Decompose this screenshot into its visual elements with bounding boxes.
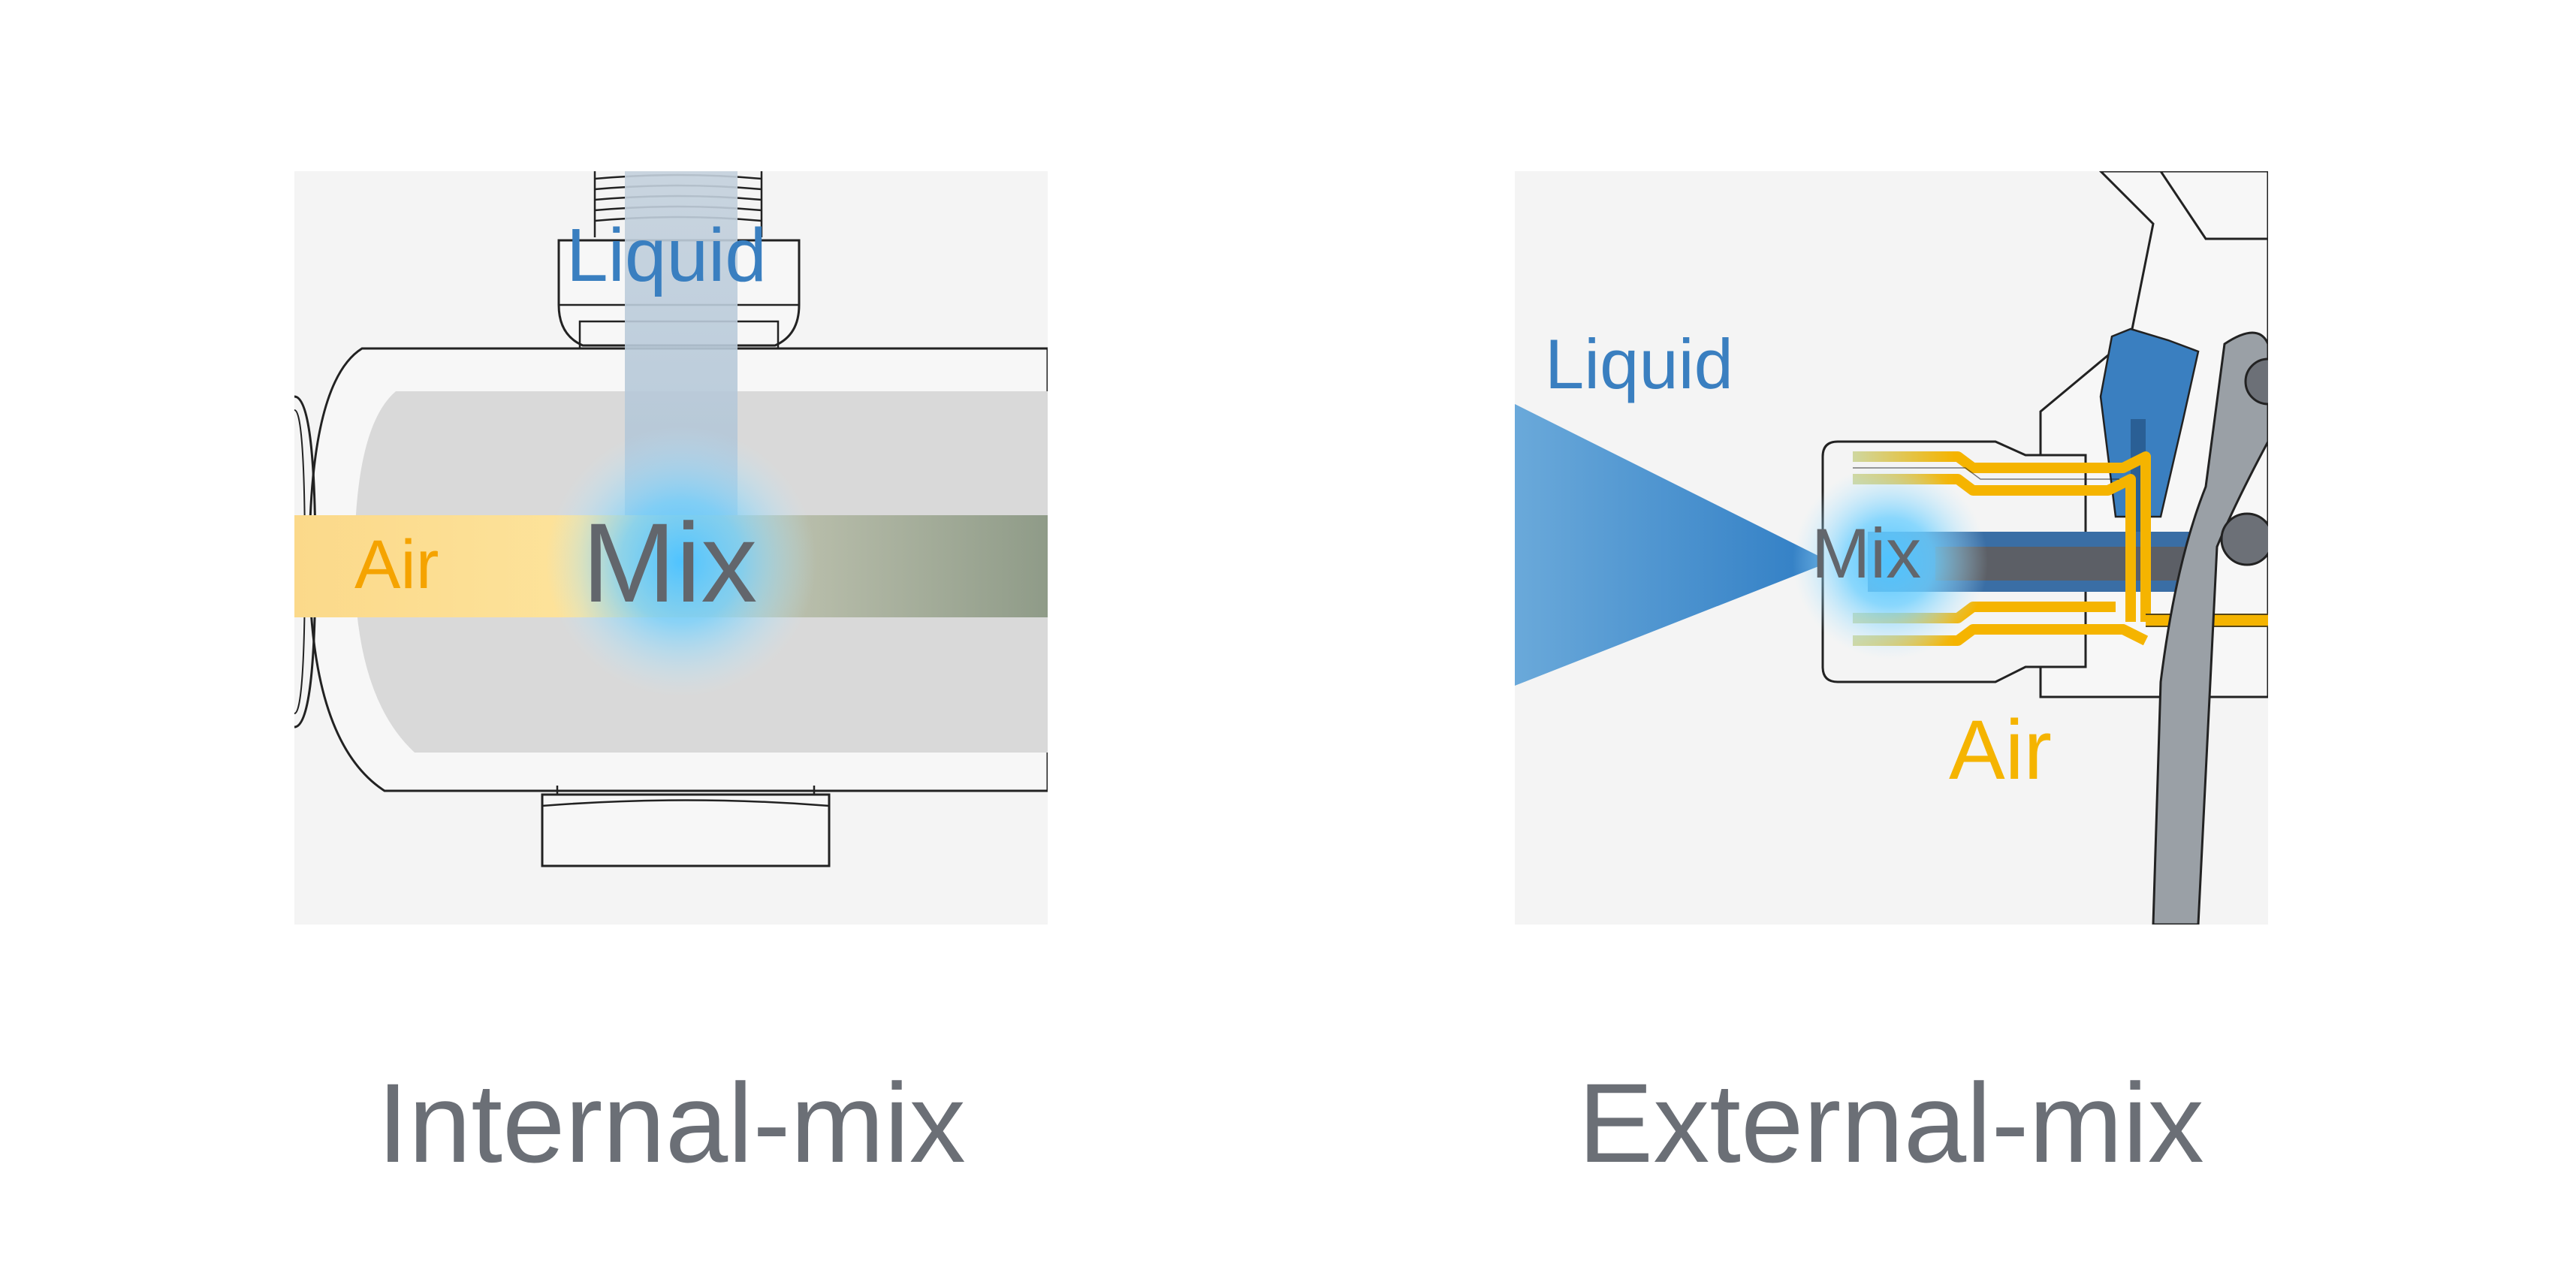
- internal-air-label: Air: [354, 526, 439, 603]
- internal-mix-label: Mix: [582, 499, 758, 626]
- bottom-cap: [541, 793, 831, 867]
- mix-glow: [546, 427, 816, 697]
- external-mix-label: Mix: [1811, 514, 1922, 593]
- trigger: [2152, 331, 2268, 925]
- trigger-pivot: [2220, 512, 2268, 566]
- external-mix-illustration: [1515, 171, 2268, 925]
- internal-liquid-label: Liquid: [566, 213, 767, 297]
- internal-mix-panel: Liquid Air Mix: [294, 171, 1048, 925]
- external-air-label: Air: [1949, 703, 2052, 797]
- external-mix-caption: External-mix: [1578, 1060, 2204, 1186]
- internal-mix-caption: Internal-mix: [377, 1060, 966, 1186]
- external-mix-panel: Liquid Mix Air: [1515, 171, 2268, 925]
- internal-mix-illustration: [294, 171, 1048, 867]
- spray-cone: [1515, 404, 1830, 686]
- mix-glow: [1793, 464, 1988, 659]
- external-liquid-label: Liquid: [1545, 324, 1733, 403]
